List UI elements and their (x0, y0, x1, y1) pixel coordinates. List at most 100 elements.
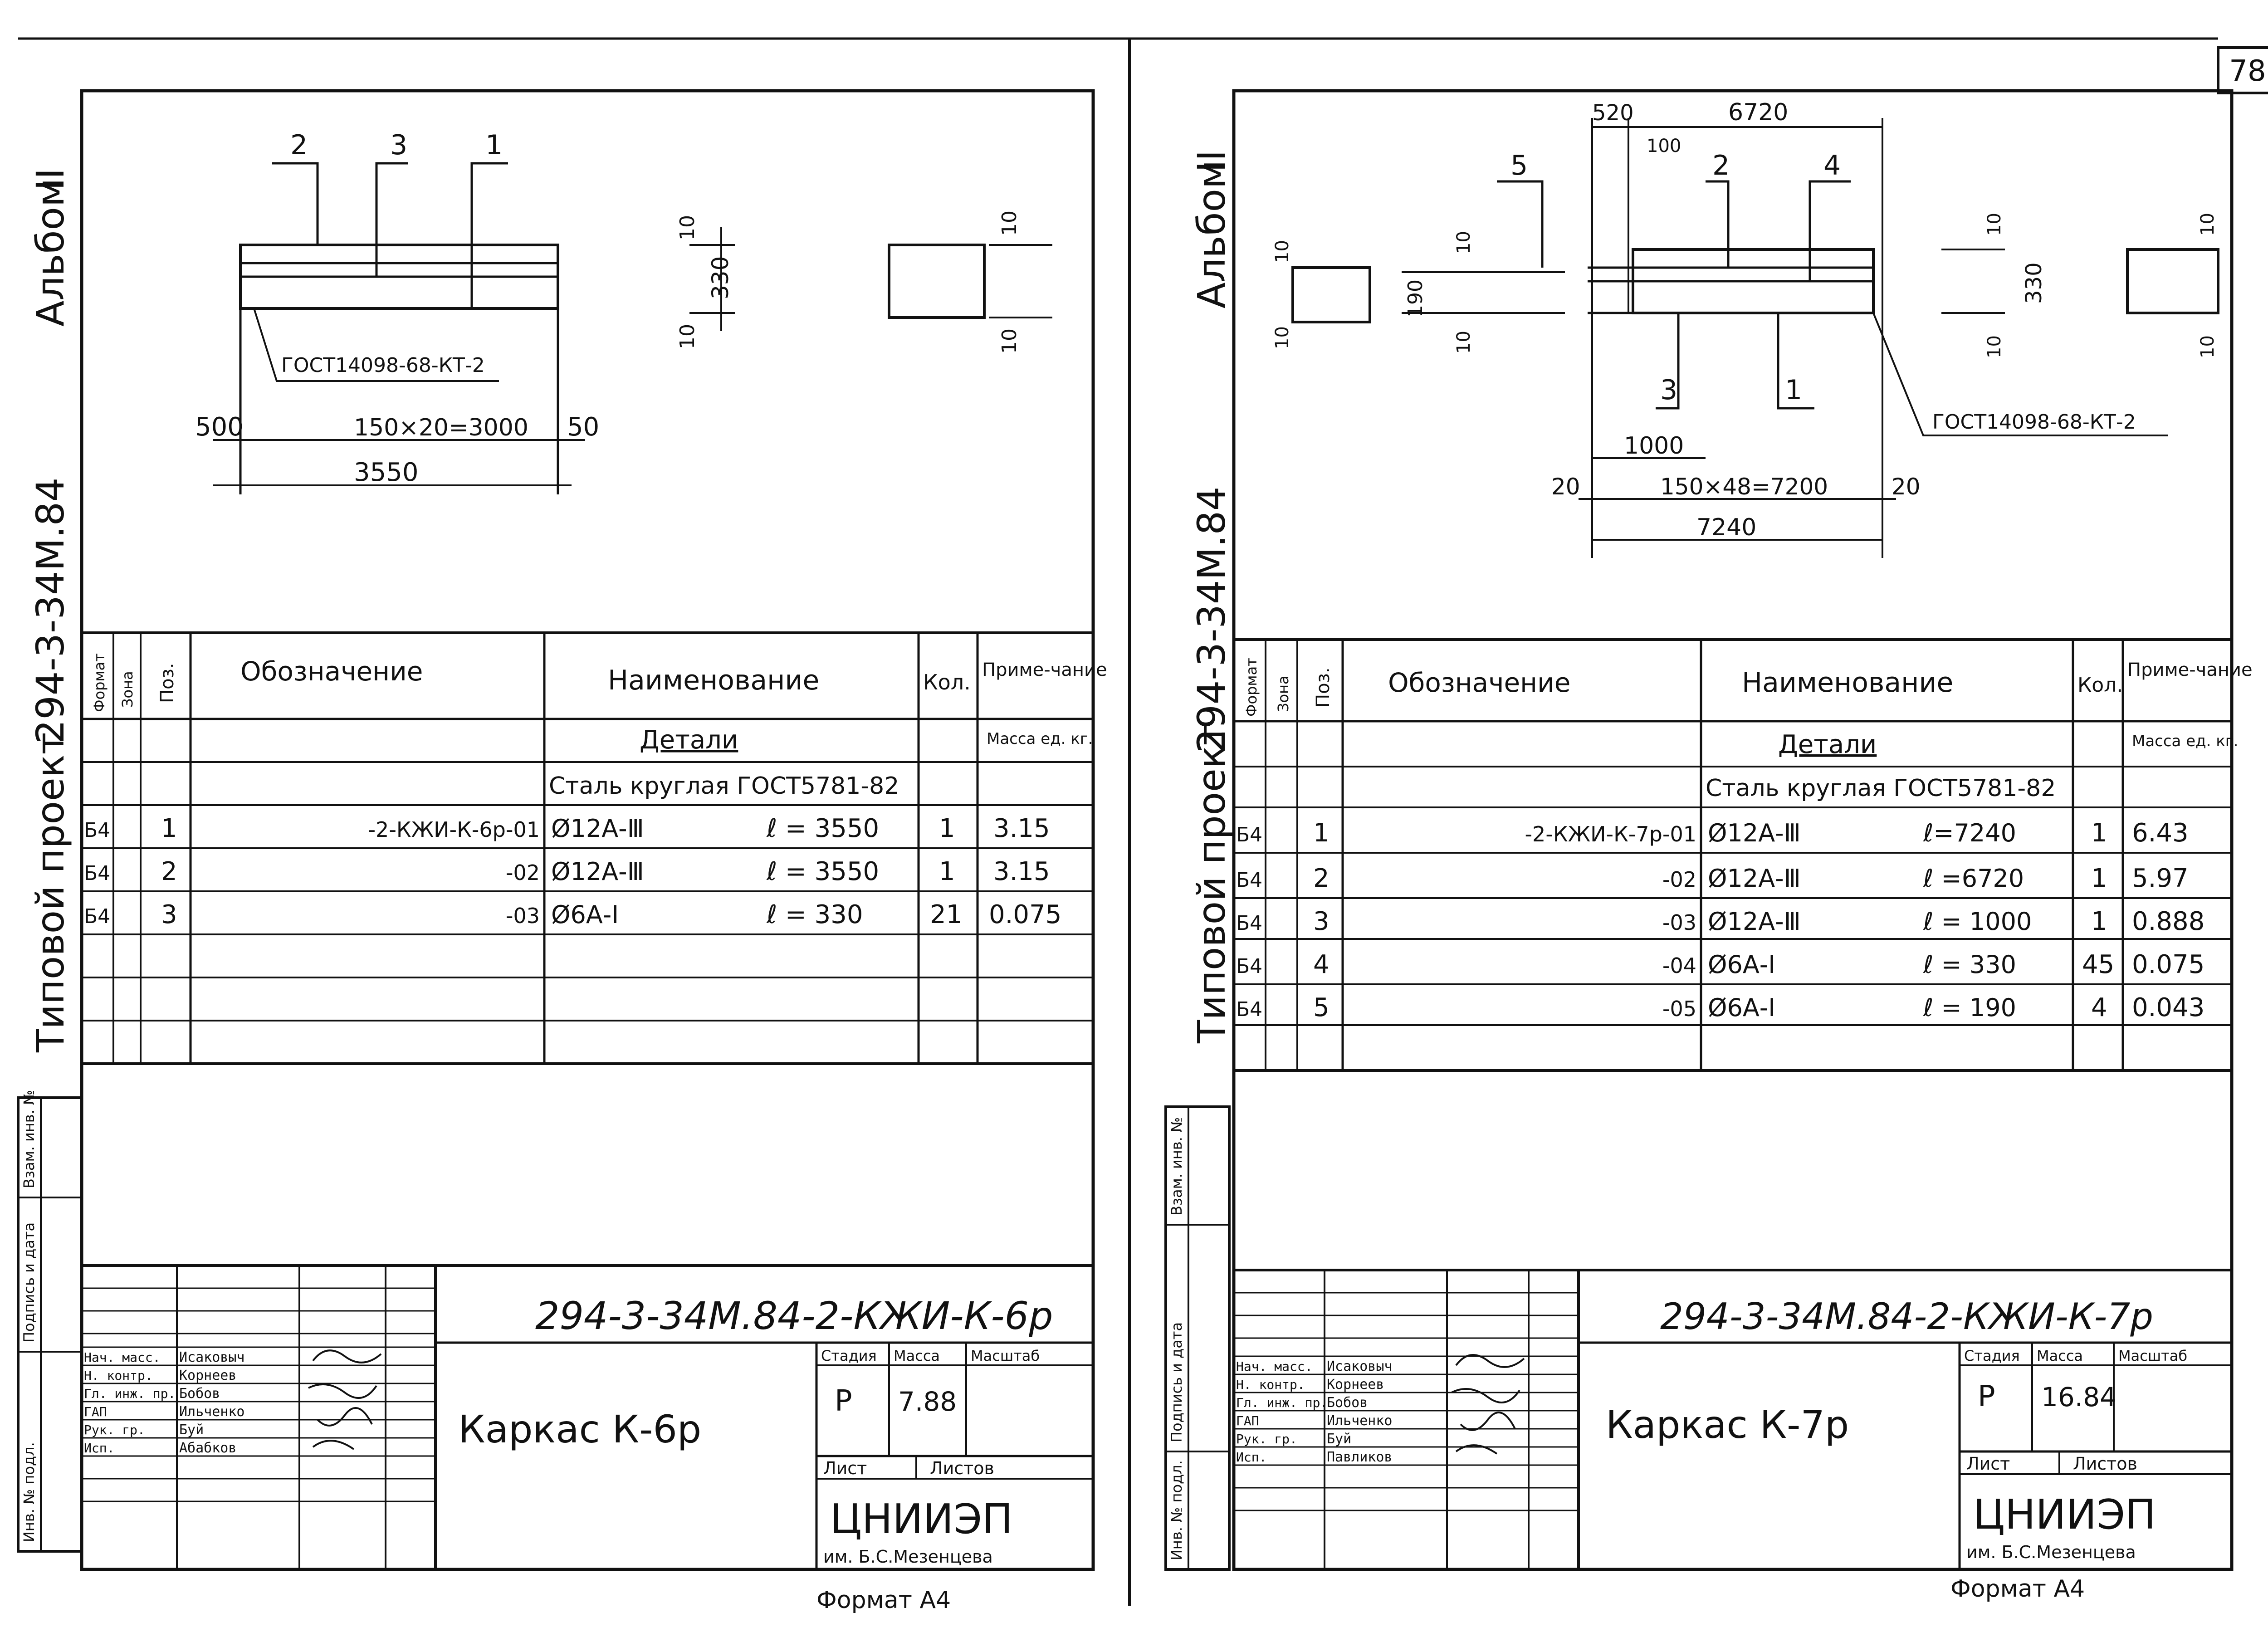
person-3: Бобов (179, 1386, 220, 1402)
person-6: Павликов (1327, 1449, 1393, 1465)
format-caption: Формат А4 (816, 1587, 951, 1614)
drawing-code: 294-3-34М.84-2-КЖИ-К-6р (535, 1294, 1053, 1338)
callout-3: 3 (1660, 374, 1677, 406)
row-fmt: Б4 (84, 905, 110, 928)
cage-drawing: 2 3 1 ГОСТ14098-68-КТ-2 500 150×20=3000 … (195, 129, 1052, 494)
row-qty: 21 (930, 900, 962, 929)
person-1: Исаковыч (1327, 1359, 1393, 1374)
mass-value: 7.88 (898, 1386, 957, 1417)
row-fmt: Б4 (84, 819, 110, 842)
row-fmt: Б4 (1236, 823, 1262, 846)
dim-total: 7240 (1696, 514, 1756, 541)
mass-label: Масса (2037, 1347, 2083, 1364)
org-sub: им. Б.С.Мезенцева (823, 1547, 993, 1567)
person-5: Буй (179, 1422, 204, 1438)
dim-total: 3550 (354, 458, 419, 487)
cover-far-bottom: 10 (2197, 335, 2218, 358)
person-2: Корнеев (1327, 1377, 1384, 1393)
page-number-box (2217, 46, 2268, 94)
row-pos: 1 (161, 814, 177, 843)
row-note: 0.888 (2132, 907, 2204, 936)
row-designation: -04 (1662, 953, 1696, 978)
sheet-frame (1232, 89, 2234, 1571)
row-designation: -03 (1662, 910, 1696, 935)
cover-b-top: 10 (998, 210, 1021, 236)
role-6: Исп. (84, 1441, 114, 1456)
row-length: ℓ = 330 (1923, 950, 2016, 979)
row-pos: 5 (1313, 993, 1330, 1022)
col-note: Приме-чание (982, 660, 1107, 680)
row-designation: -02 (506, 860, 540, 885)
steel-grade: Сталь круглая ГОСТ5781-82 (1706, 775, 2056, 802)
dim-right: 20 (1892, 474, 1921, 500)
cover-top: 10 (676, 215, 699, 240)
drawing-title: Каркас К-7р (1606, 1403, 1849, 1447)
person-4: Ильченко (1327, 1413, 1393, 1429)
cover-small-bottom: 10 (1272, 326, 1293, 349)
sheet-left: Альбом II Типовой проект 294-3-34М.84 Ин… (17, 89, 1107, 1614)
project-label: Типовой проект (1189, 723, 1234, 1044)
sheet-label: Лист (823, 1458, 867, 1478)
album-label: Альбом (28, 178, 73, 327)
cover-mid-bottom: 10 (1453, 331, 1474, 354)
album-label: Альбом (1189, 160, 1234, 308)
scale-label: Масштаб (971, 1347, 1040, 1364)
row-fmt: Б4 (1236, 912, 1262, 935)
row-pos: 2 (1313, 864, 1330, 893)
section-details: Детали (640, 725, 738, 755)
row-designation: -2-КЖИ-К-6р-01 (368, 817, 540, 842)
callout-2: 2 (290, 129, 308, 161)
row-note: 6.43 (2132, 818, 2189, 848)
callout-4: 4 (1823, 150, 1841, 181)
cover-far-top: 10 (2197, 213, 2218, 236)
row-name: Ø6А-Ⅰ (1708, 993, 1775, 1022)
gost-label: ГОСТ14098-68-КТ-2 (1932, 410, 2136, 434)
project-code: 294-3-34М.84 (1189, 487, 1234, 753)
row-note: 5.97 (2132, 864, 2189, 893)
col-format: Формат (1243, 658, 1260, 717)
stage-value: Р (835, 1384, 852, 1418)
row-pos: 4 (1313, 950, 1330, 979)
col-note: Приме-чание (2127, 660, 2253, 680)
mass-label: Масса (894, 1347, 940, 1364)
row-note: 0.075 (2132, 950, 2204, 979)
dim-gap: 100 (1647, 136, 1681, 156)
format-caption: Формат А4 (1950, 1575, 2085, 1603)
callout-1: 1 (485, 129, 503, 161)
row-pos: 2 (161, 857, 177, 886)
row-note: 0.075 (989, 900, 1061, 929)
mass-value: 16.84 (2041, 1382, 2116, 1412)
title-block: Нач. масс. Н. контр. Гл. инж. пр. ГАП Ру… (82, 1264, 1093, 1569)
row-name: Ø6А-Ⅰ (1708, 950, 1775, 979)
signatures (308, 1349, 382, 1450)
dim-top-left: 520 (1592, 100, 1634, 126)
row-pos: 1 (1313, 818, 1330, 848)
section-details: Детали (1778, 730, 1877, 759)
role-5: Рук. гр. (84, 1422, 145, 1437)
gost-label: ГОСТ14098-68-КТ-2 (281, 354, 485, 377)
row-qty: 1 (2091, 818, 2107, 848)
col-qty: Кол. (2077, 674, 2123, 697)
steel-grade: Сталь круглая ГОСТ5781-82 (549, 772, 899, 800)
row-length: ℓ = 3550 (766, 857, 879, 886)
side-stamp-inv: Инв. № подл. (1168, 1460, 1185, 1560)
role-2: Н. контр. (84, 1368, 153, 1383)
row-length: ℓ = 1000 (1923, 907, 2032, 936)
col-zone: Зона (119, 671, 136, 708)
signatures (1451, 1354, 1525, 1455)
person-3: Бобов (1327, 1395, 1368, 1411)
dim-left: 500 (195, 412, 244, 442)
role-3: Гл. инж. пр. (84, 1386, 176, 1401)
stage-value: Р (1978, 1380, 1995, 1413)
row-pos: 3 (161, 900, 177, 929)
row-qty: 1 (2091, 907, 2107, 936)
row-length: ℓ=7240 (1923, 819, 2016, 847)
sheets-label: Листов (2073, 1454, 2137, 1474)
role-4: ГАП (84, 1404, 107, 1419)
col-mass: Масса ед. кг. (2132, 732, 2238, 750)
drawing-title: Каркас К-6р (458, 1407, 701, 1451)
col-pos: Поз. (1313, 667, 1334, 708)
row-designation: -02 (1662, 867, 1696, 892)
row-name: Ø12А-Ⅲ (1708, 907, 1801, 936)
